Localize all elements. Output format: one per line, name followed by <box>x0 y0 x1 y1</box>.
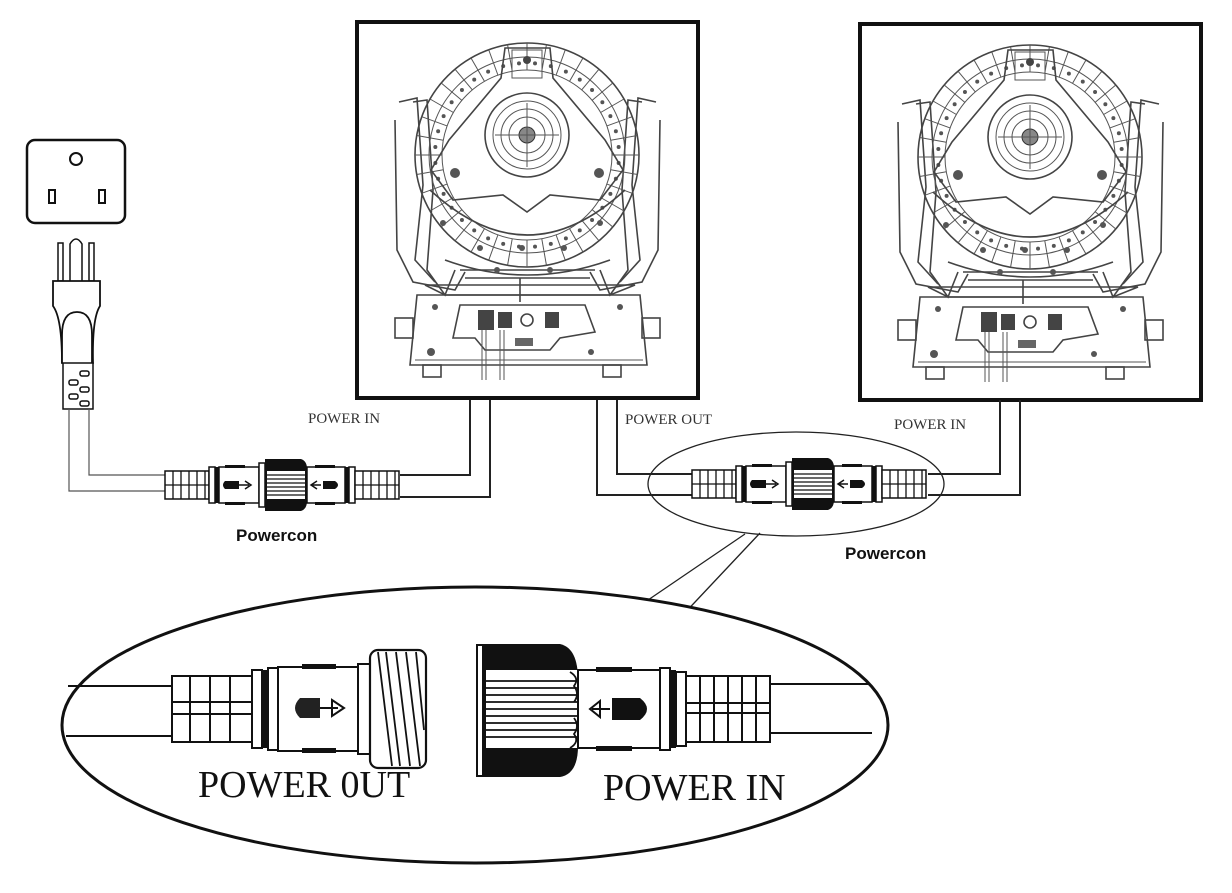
cable-power-in-1 <box>400 400 471 476</box>
cable-power-in-2 <box>928 400 1001 475</box>
detail-power-in-connector <box>476 644 771 777</box>
label-connector-2: Powercon <box>845 544 926 563</box>
label-detail-power-in: POWER IN <box>603 767 786 809</box>
powercon-connector-1 <box>164 458 400 512</box>
connector-highlight-ellipse <box>647 431 945 537</box>
mains-plug <box>52 238 165 492</box>
wall-outlet <box>25 138 127 225</box>
mains-cable <box>68 409 165 492</box>
detail-power-out-connector <box>171 648 428 770</box>
label-fixture2-power-in: POWER IN <box>894 417 966 433</box>
powercon-detail-callout: POWER 0UT POWER IN <box>60 585 890 865</box>
cable-power-out-1 <box>596 400 692 496</box>
powercon-icon <box>691 457 927 511</box>
label-fixture1-power-out: POWER OUT <box>625 412 712 428</box>
label-fixture1-power-in: POWER IN <box>308 411 380 427</box>
moving-head-icon <box>355 20 700 400</box>
moving-head-icon <box>858 22 1203 402</box>
label-detail-power-out: POWER 0UT <box>198 764 410 806</box>
moving-head-fixture-2 <box>858 22 1203 402</box>
powercon-connector-2 <box>691 457 927 511</box>
moving-head-fixture-1 <box>355 20 700 400</box>
plug-icon <box>52 238 101 410</box>
powercon-icon <box>164 458 400 512</box>
magnify-callout-icon <box>60 585 890 865</box>
label-connector-1: Powercon <box>236 526 317 545</box>
